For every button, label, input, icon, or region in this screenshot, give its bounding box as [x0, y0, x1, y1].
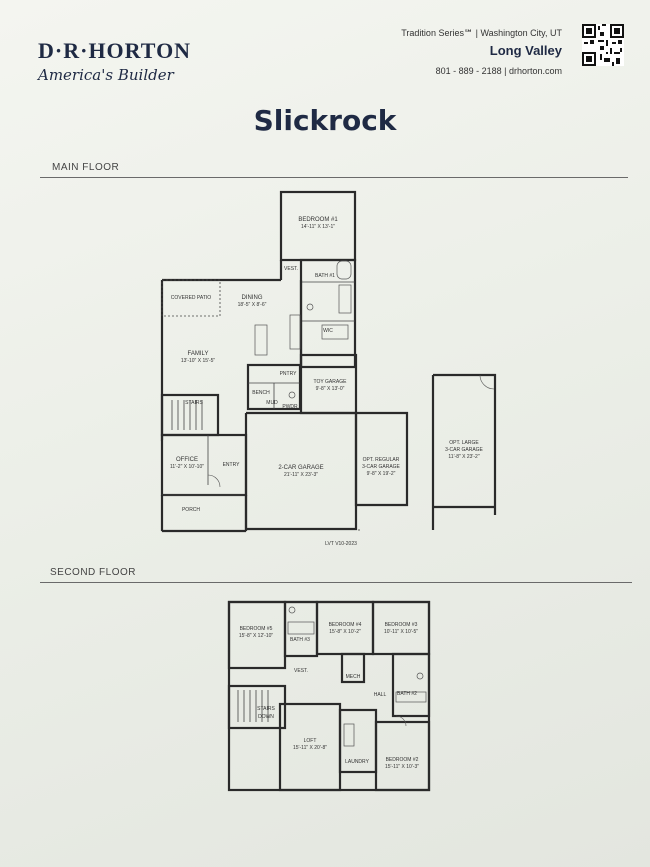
series-location: Tradition Series℠ | Washington City, UT — [401, 28, 562, 38]
main-floor-label: MAIN FLOOR — [52, 162, 120, 173]
down-label: DOWN — [258, 714, 274, 720]
second-floor-plan: BEDROOM #5 15'-8" X 12'-10" BATH #3 BEDR… — [227, 600, 431, 792]
dining-size: 18'-5" X 8'-6" — [238, 302, 267, 308]
pwdr-label: PWDR — [282, 404, 298, 410]
bedroom5-name: BEDROOM #5 — [240, 626, 273, 632]
hall-label: HALL — [374, 692, 387, 698]
bedroom3-size: 10'-11" X 10'-5" — [384, 629, 418, 635]
main-floor-plan: BEDROOM #1 14'-11" X 13'-1" VEST. BATH #… — [160, 190, 497, 547]
covered-patio-label: COVERED PATIO — [171, 295, 211, 301]
loft-size: 15'-11" X 20'-8" — [293, 745, 327, 751]
bath2-label: BATH #2 — [397, 691, 417, 697]
mud-label: MUD — [266, 400, 278, 406]
version-label: LVT V10-2023 — [325, 541, 357, 547]
bath1-label: BATH #1 — [315, 273, 335, 279]
logo-wordmark: D·R·HORTON — [38, 38, 192, 63]
garage2-name: 2-CAR GARAGE — [278, 465, 323, 471]
bath3-label: BATH #3 — [290, 637, 310, 643]
toy-garage-size: 9'-8" X 13'-0" — [316, 386, 345, 392]
second-vest-label: VEST. — [294, 668, 308, 674]
stairs-label-2: STAIRS — [257, 706, 275, 712]
logo-tagline: America's Builder — [38, 66, 174, 84]
bedroom4-size: 15'-8" X 10'-2" — [329, 629, 361, 635]
header-info: Tradition Series℠ | Washington City, UT … — [401, 28, 562, 76]
bedroom4-name: BEDROOM #4 — [329, 622, 362, 628]
opt-regular-size: 9'-8" X 19'-2" — [367, 471, 396, 477]
pntry-label: PNTRY — [280, 371, 298, 377]
bedroom2-name: BEDROOM #2 — [386, 757, 419, 763]
family-name: FAMILY — [188, 351, 209, 357]
bedroom1-name: BEDROOM #1 — [298, 217, 338, 223]
stairs-label: STAIRS — [185, 400, 203, 406]
laundry-label: LAUNDRY — [345, 759, 369, 765]
opt-regular-name2: 3-CAR GARAGE — [362, 464, 400, 470]
opt-large-name: OPT. LARGE — [449, 440, 479, 446]
opt-large-name2: 3-CAR GARAGE — [445, 447, 483, 453]
bedroom1-size: 14'-11" X 13'-1" — [301, 224, 335, 230]
community-name: Long Valley — [489, 43, 562, 58]
mech-label: MECH — [346, 674, 361, 680]
opt-regular-name: OPT. REGULAR — [363, 457, 400, 463]
opt-large-size: 11'-8" X 23'-2" — [448, 454, 479, 460]
bedroom2-size: 15'-11" X 10'-3" — [385, 764, 419, 770]
bench-label: BENCH — [252, 390, 270, 396]
second-floor-label: SECOND FLOOR — [50, 567, 137, 578]
office-name: OFFICE — [176, 457, 198, 463]
plan-title: Slickrock — [253, 104, 397, 137]
main-floor-rule — [40, 177, 628, 178]
garage2-size: 21'-11" X 23'-3" — [284, 472, 318, 478]
bedroom5-size: 15'-8" X 12'-10" — [239, 633, 274, 639]
contact-info: 801 - 889 - 2188 | drhorton.com — [435, 66, 562, 76]
main-vest-label: VEST. — [284, 266, 298, 272]
qr-code-icon[interactable] — [582, 24, 624, 66]
porch-label: PORCH — [182, 507, 200, 513]
family-size: 13'-10" X 15'-5" — [181, 358, 216, 364]
drhorton-logo: D·R·HORTON America's Builder — [38, 38, 192, 84]
dining-name: DINING — [242, 295, 263, 301]
office-size: 11'-2" X 10'-10" — [170, 464, 204, 470]
entry-label: ENTRY — [223, 462, 241, 468]
wic-label: WIC — [323, 328, 333, 334]
second-floor-rule — [40, 582, 632, 583]
toy-garage-name: TOY GARAGE — [314, 379, 348, 385]
bedroom3-name: BEDROOM #3 — [385, 622, 418, 628]
loft-name: LOFT — [304, 738, 317, 744]
